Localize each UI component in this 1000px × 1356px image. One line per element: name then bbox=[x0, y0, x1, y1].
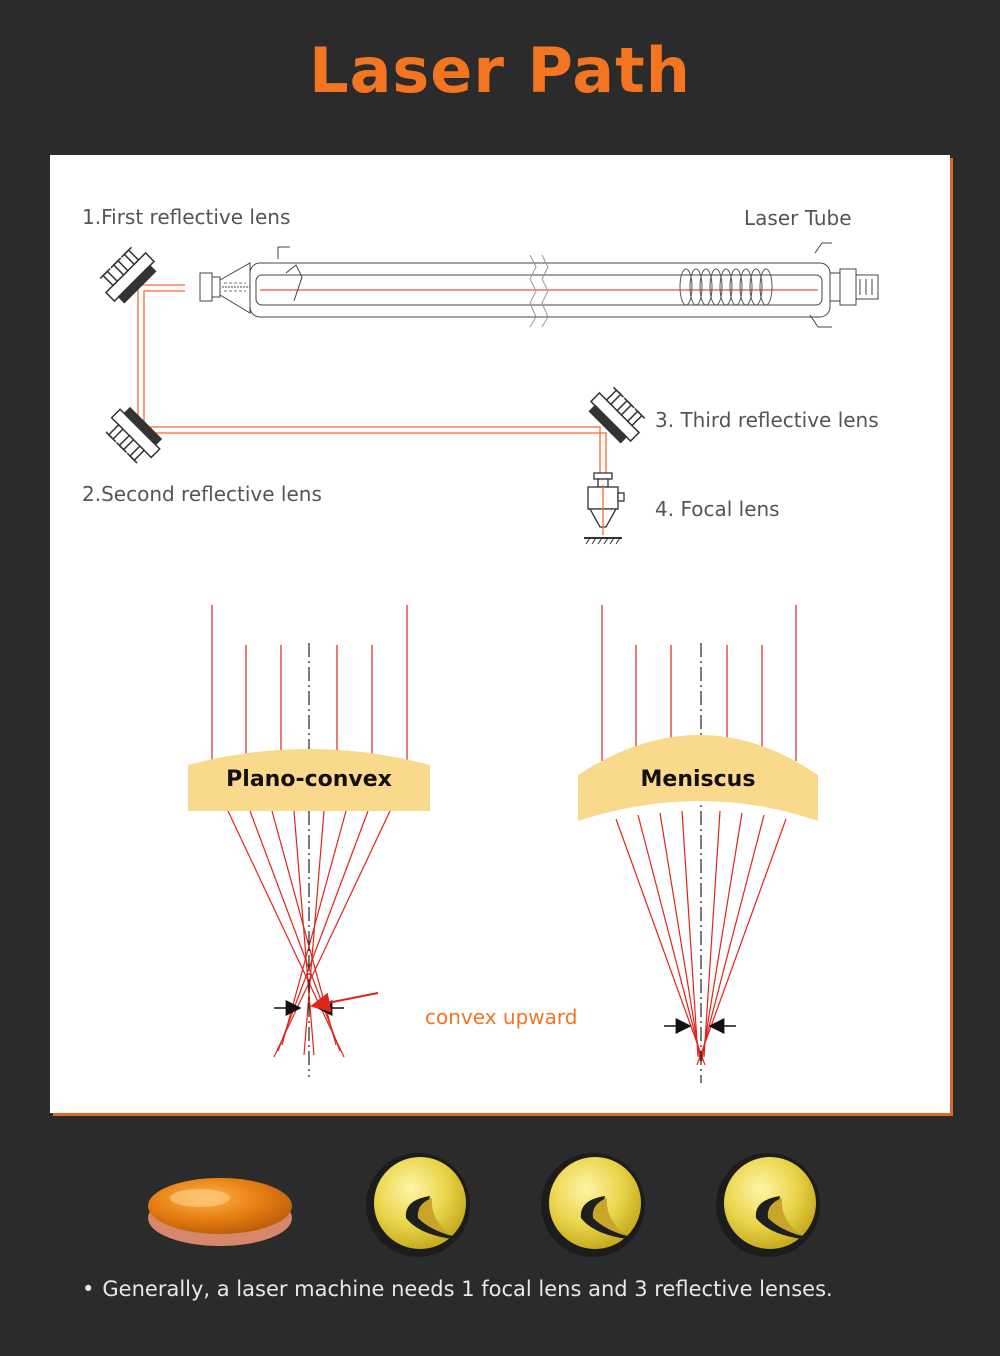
reflective-lens-product-icon bbox=[366, 1153, 470, 1257]
third-lens-label: 3. Third reflective lens bbox=[655, 408, 879, 432]
reflective-lens-product-icon bbox=[541, 1153, 645, 1257]
footer-note-text: Generally, a laser machine needs 1 focal… bbox=[102, 1277, 833, 1301]
lens-products bbox=[148, 1153, 820, 1257]
plano-convex-label: Plano-convex bbox=[226, 767, 392, 792]
laser-tube-label: Laser Tube bbox=[744, 206, 852, 230]
third-mirror-icon bbox=[588, 386, 646, 444]
plano-convex-diagram bbox=[188, 605, 430, 1077]
page-title: Laser Path bbox=[309, 34, 691, 107]
meniscus-label: Meniscus bbox=[640, 767, 756, 792]
focal-lens-product-icon bbox=[148, 1178, 292, 1246]
convex-upward-annotation: convex upward bbox=[425, 1005, 578, 1029]
meniscus-diagram bbox=[578, 605, 818, 1083]
laser-path-diagram bbox=[99, 242, 879, 1083]
laser-tube bbox=[199, 242, 879, 328]
second-mirror-icon bbox=[105, 406, 163, 464]
bullet-icon: • bbox=[82, 1277, 95, 1301]
focal-lens-label: 4. Focal lens bbox=[655, 497, 780, 521]
footer-note: • Generally, a laser machine needs 1 foca… bbox=[82, 1277, 833, 1301]
reflective-lens-product-icon bbox=[716, 1153, 820, 1257]
diagram-panel: 1.First reflective lens Laser Tube 2.Sec… bbox=[50, 155, 950, 1113]
focal-head-icon bbox=[584, 472, 625, 545]
first-lens-label: 1.First reflective lens bbox=[82, 205, 291, 229]
second-lens-label: 2.Second reflective lens bbox=[82, 482, 322, 506]
first-mirror-icon bbox=[99, 246, 157, 304]
